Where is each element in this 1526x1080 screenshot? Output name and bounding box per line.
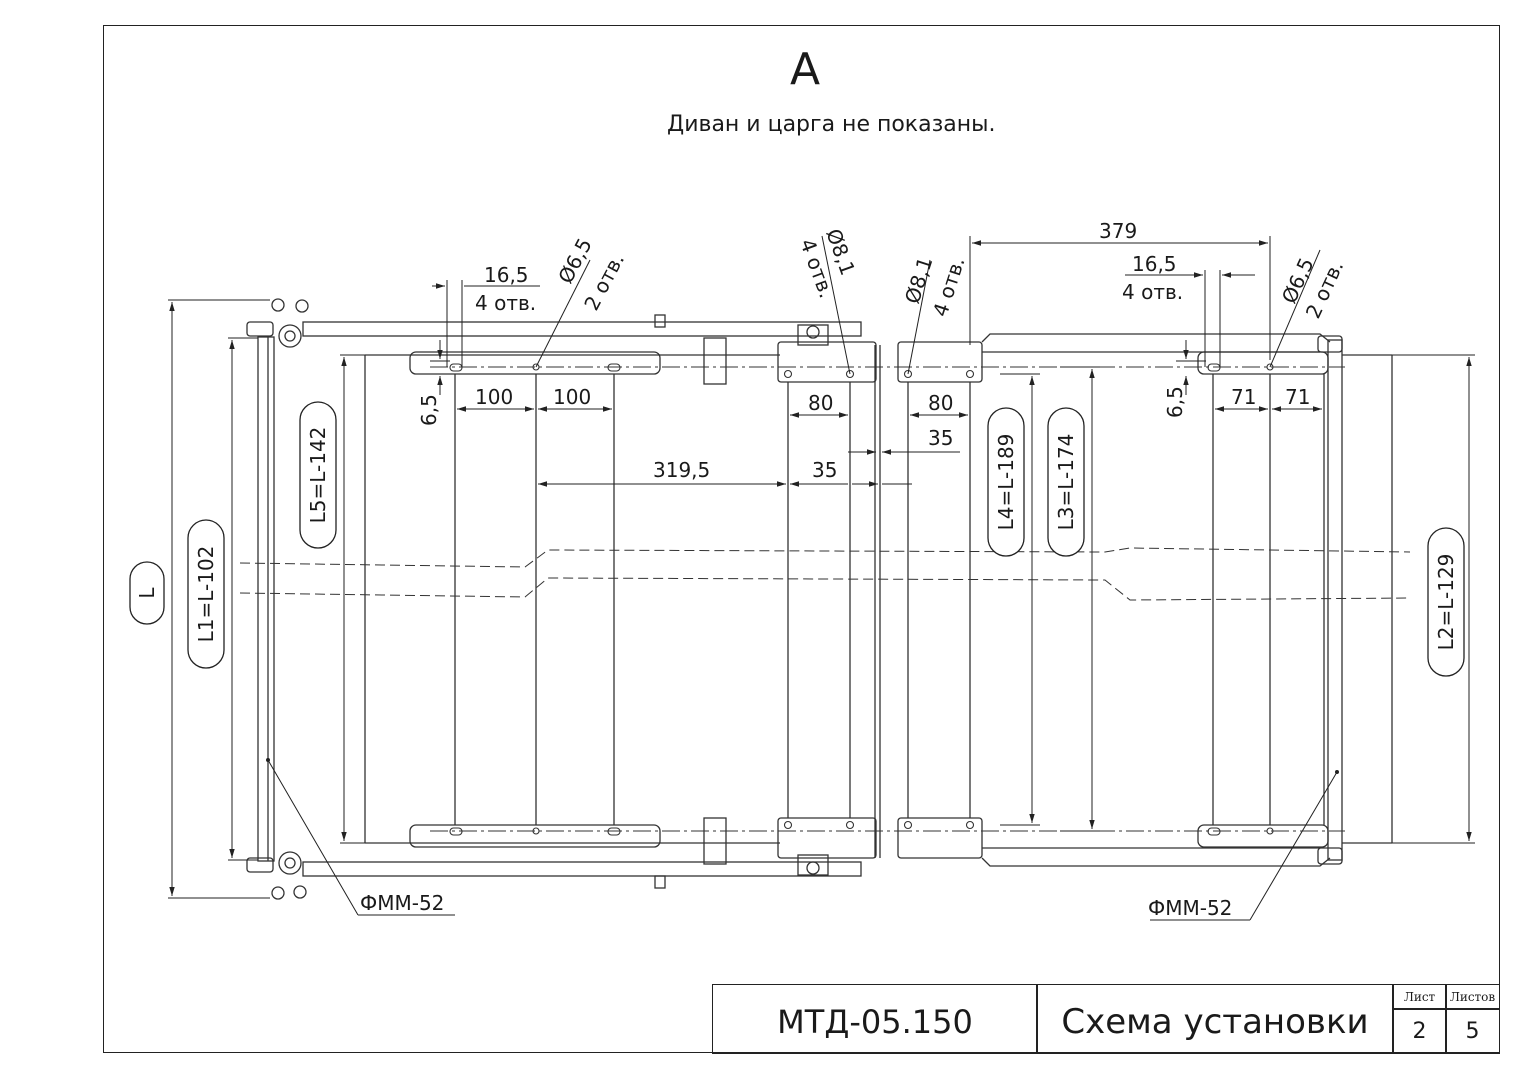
dim-35-b: 35 [812,458,837,482]
dim-left-6-5: 6,5 [417,394,441,426]
dim-right-16-5: 16,5 [1132,252,1177,276]
dim-left-holes: 4 отв. [475,291,536,315]
right-frame [897,333,1393,867]
dim-100-b: 100 [553,385,591,409]
label-L4: L4=L-189 [994,434,1018,531]
sheet-number: 2 [1392,1008,1447,1054]
drawing-note: Диван и царга не показаны. [667,112,996,137]
label-L: L [135,587,159,599]
label-capsules [129,401,1465,677]
view-letter: А [790,44,821,95]
drawing-code: МТД-05.150 [712,984,1038,1054]
dim-left-16-5: 16,5 [484,263,529,287]
dim-319-5: 319,5 [653,458,710,482]
dim-80-b: 80 [928,391,953,415]
dim-left-d65: Ø6,5 [553,234,597,287]
fmm-left: ФММ-52 [360,891,444,915]
dim-71-b: 71 [1285,385,1310,409]
center-lines [430,366,1345,832]
label-L1: L1=L-102 [194,546,218,643]
dim-right-holes: 4 отв. [1122,280,1183,304]
label-L3: L3=L-174 [1054,434,1078,531]
sheets-total: 5 [1445,1008,1500,1054]
label-L2: L2=L-129 [1434,554,1458,651]
sheet-header: Лист [1392,984,1447,1010]
sheets-header: Листов [1445,984,1500,1010]
drawing-name: Схема установки [1036,984,1394,1054]
dim-71-a: 71 [1231,385,1256,409]
dimension-lines [168,235,1475,921]
left-frame [246,298,881,900]
label-L5: L5=L-142 [306,427,330,524]
dim-35-a: 35 [928,426,953,450]
dim-100-a: 100 [475,385,513,409]
dim-80-a: 80 [808,391,833,415]
break-lines [239,547,1411,601]
fmm-right: ФММ-52 [1148,896,1232,920]
dim-379: 379 [1099,219,1137,243]
dim-right-6-5: 6,5 [1163,386,1187,418]
